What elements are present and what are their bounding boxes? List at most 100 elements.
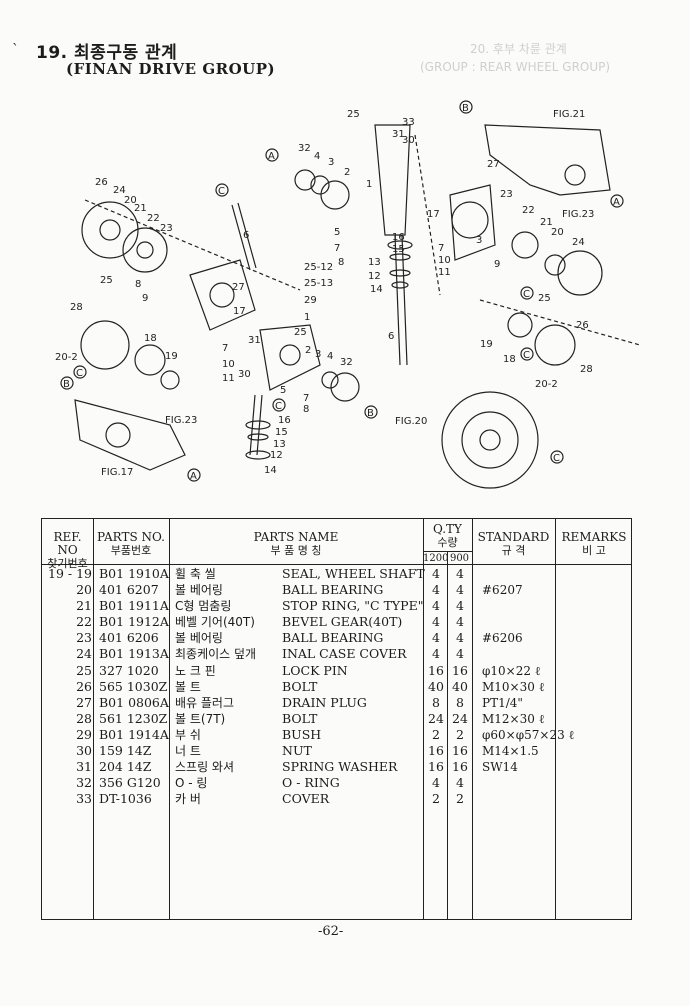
qty-1200-cell: 4 [432,775,440,791]
callout-letters: ACC BAB CBA CCC [63,103,620,482]
svg-text:C: C [76,368,83,379]
qty-1200-cell: 4 [432,598,440,614]
svg-text:18: 18 [144,333,157,344]
qty-900-cell: 8 [456,694,464,710]
svg-text:FIG.20: FIG.20 [395,416,427,427]
header-ref-en: REF. NO [53,530,82,557]
svg-text:31: 31 [392,129,405,140]
qty-1200-cell: 2 [432,791,440,807]
svg-text:30: 30 [238,369,251,380]
svg-text:20-2: 20-2 [55,352,78,363]
qty-1200-cell: 4 [432,646,440,662]
svg-text:C: C [553,453,560,464]
svg-text:27: 27 [487,159,500,170]
svg-text:11: 11 [222,373,235,384]
svg-text:16: 16 [278,415,291,426]
korean-name-cell: 노 크 핀 [175,663,216,678]
svg-text:24: 24 [572,237,585,248]
svg-text:23: 23 [500,189,513,200]
qty-900-cell: 16 [452,759,468,775]
qty-900-cell: 16 [452,743,468,759]
korean-name-cell: 휠 축 씰 [175,567,216,581]
svg-text:31: 31 [248,335,261,346]
bleed-through-subtitle: (GROUP : REAR WHEEL GROUP) [420,60,611,74]
svg-text:19: 19 [165,351,178,362]
svg-text:32: 32 [340,357,353,368]
korean-name-cell: 스프링 와셔 [175,760,235,775]
svg-text:30: 30 [402,135,415,146]
korean-name-cell: C형 멈춤링 [175,599,232,614]
svg-text:9: 9 [494,259,500,270]
svg-text:B: B [63,379,70,390]
qty-900-cell: 4 [456,598,464,614]
svg-text:20-2: 20-2 [535,379,558,390]
svg-text:4: 4 [314,151,320,162]
parts-no-cell: B01 1910A [99,566,169,581]
parts-no-cell: 561 1230Z [99,710,168,726]
svg-text:A: A [268,151,275,162]
svg-text:17: 17 [427,209,440,220]
svg-text:3: 3 [476,235,482,246]
ref-cell: 22 [76,614,92,630]
parts-no-cell: DT-1036 [99,791,152,807]
svg-text:29: 29 [304,295,317,306]
svg-text:B: B [462,103,469,114]
svg-text:8: 8 [338,257,344,268]
parts-no-cell: 565 1030Z [99,678,168,694]
svg-text:32: 32 [298,143,311,154]
qty-1200-cell: 4 [432,582,440,598]
svg-text:8: 8 [303,404,309,415]
header-qty-1200: 1200 [423,553,449,564]
english-name-cell: STOP RING, "C TYPE" [282,598,424,614]
korean-name-cell: O - 링 [175,776,208,791]
standard-cell: M12×30 ℓ [482,711,545,726]
english-name-cell: NUT [282,743,312,759]
qty-1200-cell: 40 [428,678,444,694]
standard-cell: #6207 [482,583,523,598]
qty-900-cell: 40 [452,678,468,694]
qty-1200-cell: 2 [432,726,440,742]
svg-text:15: 15 [392,244,405,255]
english-name-cell: COVER [282,791,330,807]
margin-mark: ` [12,42,19,58]
svg-text:6: 6 [388,331,394,342]
svg-text:16: 16 [392,232,405,243]
parts-no-cell: 327 1020 [99,662,159,678]
svg-text:7: 7 [303,393,309,404]
svg-text:19: 19 [480,339,493,350]
svg-text:21: 21 [134,203,147,214]
svg-text:10: 10 [222,359,235,370]
english-name-cell: BALL BEARING [282,630,384,646]
standard-cell: M14×1.5 [482,744,539,759]
english-name-cell: INAL CASE COVER [282,646,407,662]
ref-cell: 29 [76,726,92,742]
english-name-cell: SPRING WASHER [282,759,398,775]
ref-cell: 19 - 19 [48,566,92,581]
korean-name-cell: 카 버 [175,792,201,807]
page-number: -62- [318,924,344,939]
svg-text:20: 20 [551,227,564,238]
header-parts-name-en: PARTS NAME [253,530,339,544]
svg-text:14: 14 [370,284,383,295]
parts-no-cell: 356 G120 [99,775,161,791]
svg-text:22: 22 [522,205,535,216]
svg-text:17: 17 [233,306,246,317]
svg-text:28: 28 [70,302,83,313]
svg-text:5: 5 [280,385,286,396]
section-subtitle: (FINAN DRIVE GROUP) [66,60,276,78]
bleed-through-title: 20. 후부 차륜 관계 [470,42,567,56]
qty-1200-cell: 8 [432,694,440,710]
ref-cell: 20 [76,582,92,598]
qty-1200-cell: 4 [432,614,440,630]
